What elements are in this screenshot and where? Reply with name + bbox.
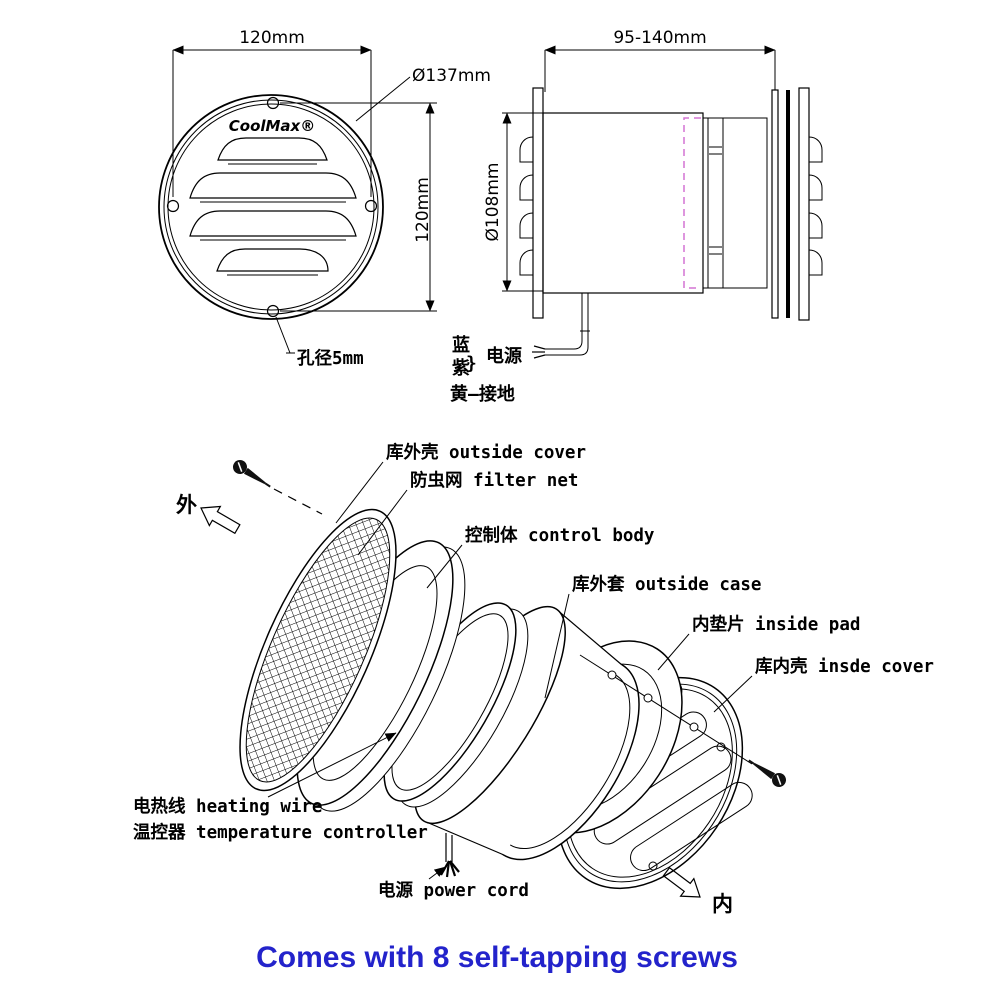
side-dashed-insert-line — [683, 117, 701, 289]
wire-blue-label: 蓝 — [452, 335, 470, 356]
side-depth-value: 95-140mm — [613, 28, 706, 48]
front-dim-width: 120mm — [172, 28, 372, 197]
front-dim-height: 120mm — [280, 102, 437, 312]
label-inside-cover: 库内壳 insde cover — [755, 656, 934, 677]
screw-top-left — [233, 460, 323, 515]
side-left-louvers — [519, 136, 534, 276]
label-outside-cover: 库外壳 outside cover — [386, 442, 586, 463]
front-screw-holes — [166, 96, 378, 318]
exploded-power-cord — [440, 833, 460, 878]
hole-note-text: 孔径5mm — [297, 348, 364, 369]
exploded-labels: 库外壳 outside cover 防虫网 filter net 控制体 con… — [133, 442, 934, 901]
label-filter-net: 防虫网 filter net — [410, 470, 578, 491]
label-inside-pad: 内垫片 inside pad — [692, 614, 860, 635]
side-view: 95-140mm — [450, 28, 823, 405]
side-duct-body — [542, 112, 704, 294]
direction-in-text: 内 — [712, 892, 733, 916]
front-height-value: 120mm — [413, 177, 433, 243]
side-wall-plates — [771, 87, 823, 321]
side-diameter-value: Ø108mm — [483, 163, 503, 242]
wire-ground-label: 黄—接地 — [450, 383, 515, 405]
front-view: CoolMax® 120mm 120mm Ø137mm 孔径5mm — [158, 28, 491, 369]
wire-labels: 蓝 紫 } 电源 黄—接地 — [450, 335, 522, 405]
wire-purple-label: 紫 — [452, 357, 470, 379]
screw-bottom-right — [579, 654, 786, 787]
direction-out-text: 外 — [176, 493, 197, 517]
brand-logo: CoolMax® — [229, 117, 315, 135]
front-width-value: 120mm — [239, 28, 305, 48]
side-dim-depth: 95-140mm — [544, 28, 776, 92]
filter-net-part — [239, 508, 397, 792]
side-dim-diameter: Ø108mm — [483, 112, 543, 292]
side-telescope-sections — [703, 117, 768, 289]
direction-in: 内 — [662, 866, 733, 916]
label-heating-wire: 电热线 heating wire — [133, 796, 322, 817]
front-hole-note: 孔径5mm — [275, 316, 364, 369]
exploded-view: 外 内 库外壳 outside cover 防虫网 filter net 控制体… — [133, 442, 934, 916]
side-flange-plate — [532, 87, 544, 319]
caption-text: Comes with 8 self-tapping screws — [256, 941, 738, 974]
label-power-cord: 电源 power cord — [378, 880, 529, 901]
front-louvers — [189, 137, 357, 276]
side-power-cord — [532, 293, 590, 359]
label-control-body: 控制体 control body — [465, 525, 655, 546]
front-dim-diameter: Ø137mm — [355, 66, 491, 122]
direction-out: 外 — [176, 493, 241, 535]
wire-power-label: 电源 — [486, 345, 522, 367]
label-temperature-controller: 温控器 temperature controller — [133, 822, 428, 843]
wire-brace: } — [466, 353, 477, 374]
label-outside-case: 库外套 outside case — [572, 574, 761, 595]
front-diameter-value: Ø137mm — [412, 66, 491, 86]
